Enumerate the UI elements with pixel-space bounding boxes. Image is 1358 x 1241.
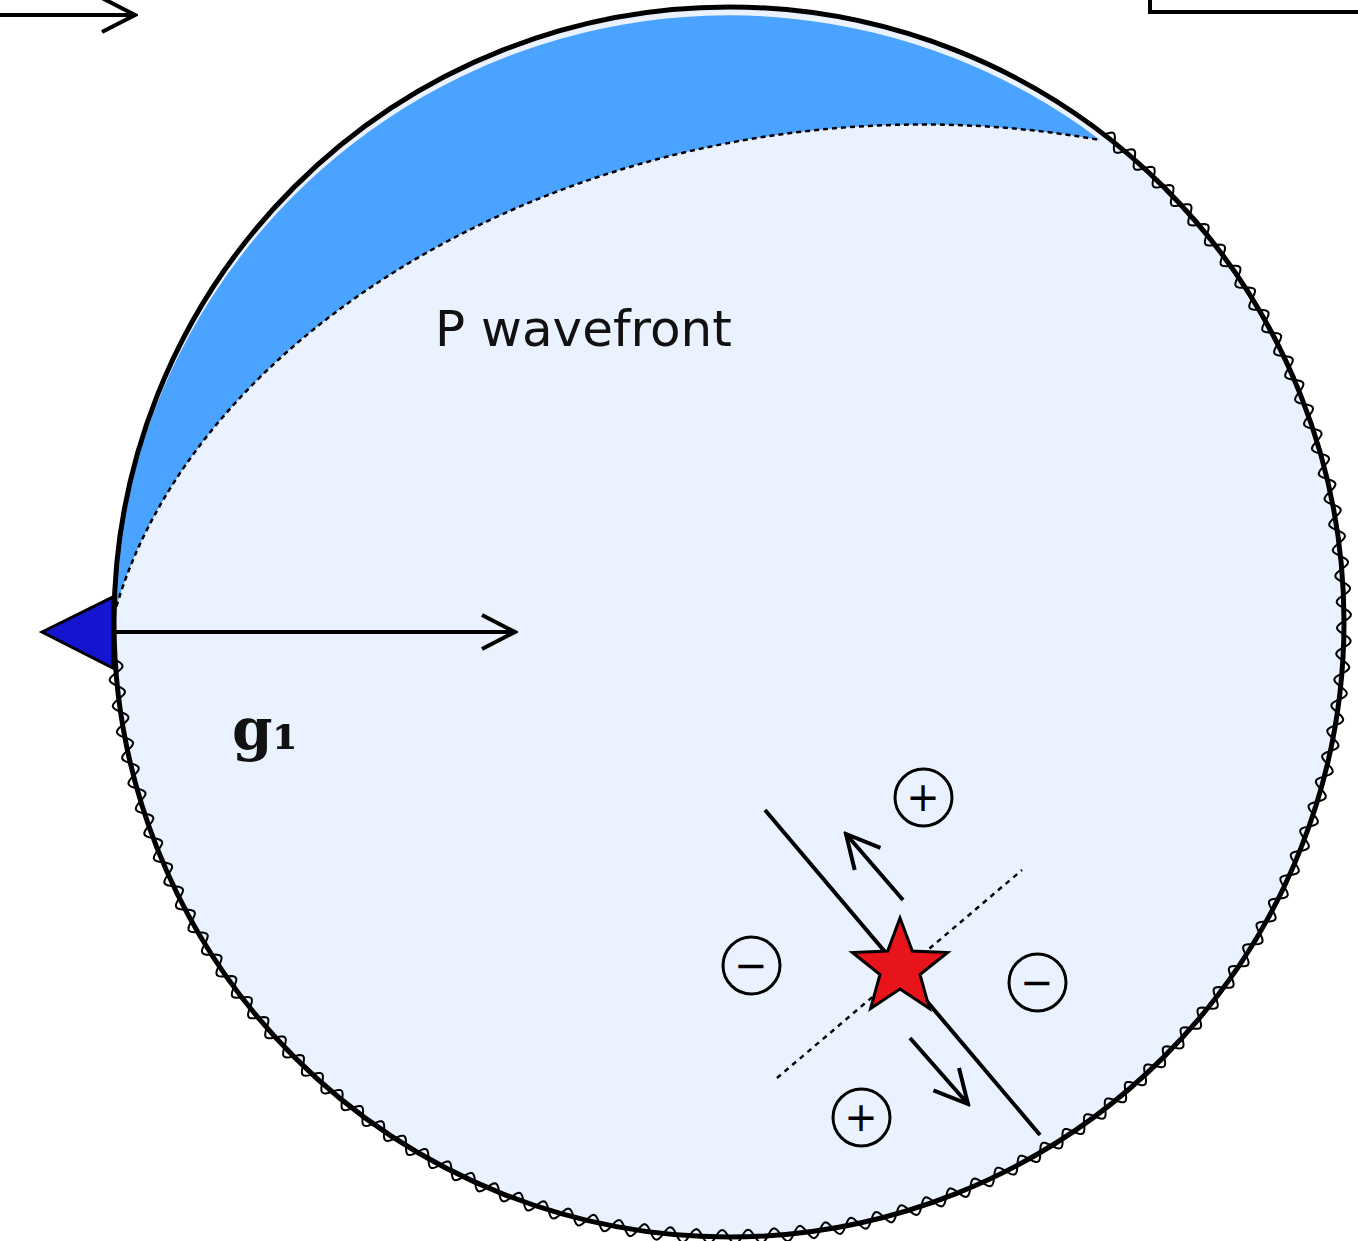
polarity-circle: + (831, 1087, 892, 1148)
station-triangle (42, 597, 113, 668)
vector-label: g₁ (232, 695, 298, 763)
fault-plane (765, 810, 1040, 1135)
polarity-circle: + (893, 767, 954, 828)
g-vector-arrow (113, 630, 515, 634)
slip-arrow (846, 834, 903, 900)
slip-arrow (910, 1038, 968, 1104)
polarity-sign: − (1020, 962, 1054, 1002)
polarity-sign: − (734, 945, 768, 985)
polarity-circle: − (721, 935, 782, 996)
wavefront-curve (114, 124, 1100, 615)
polarity-sign: + (844, 1097, 878, 1137)
auxiliary-plane (777, 870, 1022, 1078)
polarity-circle: − (1007, 952, 1068, 1013)
sphere-outline (114, 7, 1344, 1237)
wavefront-label: P wavefront (435, 300, 732, 358)
sphere-fill (114, 7, 1344, 1237)
box-fragment (1150, 0, 1358, 12)
arrow-fragment (0, 13, 135, 17)
polarity-sign: + (906, 777, 940, 817)
wiggly-boundary (110, 133, 1351, 1241)
wavefront-region (114, 15, 1100, 615)
source-star (852, 918, 947, 1009)
